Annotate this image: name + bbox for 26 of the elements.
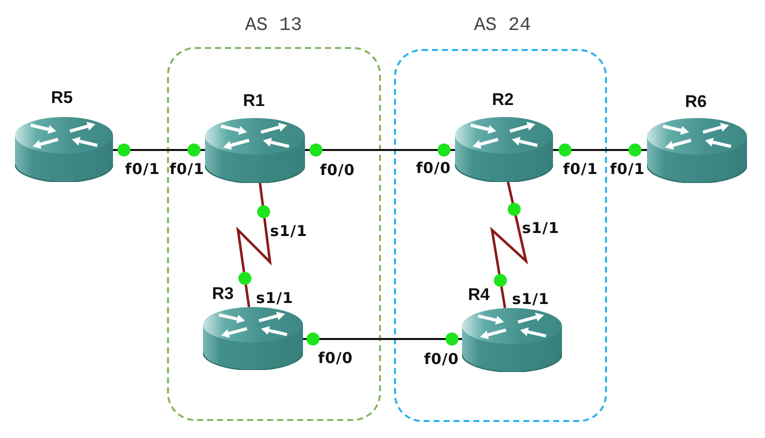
interface-label: f0/1 [170, 160, 204, 178]
link-line [553, 144, 647, 156]
region-label: AS 13 [245, 14, 302, 36]
router-label: R1 [243, 91, 265, 111]
interface-label: s1/1 [522, 219, 560, 237]
interface-label: f0/1 [610, 160, 645, 178]
region-label: AS 24 [474, 14, 532, 36]
interface-label: f0/1 [563, 160, 598, 178]
link-line [113, 144, 205, 156]
link-line [490, 182, 528, 308]
router-label: R4 [468, 285, 490, 305]
router-label: R3 [212, 284, 234, 304]
interface-label: f0/0 [416, 159, 451, 177]
router-label: R5 [51, 88, 73, 108]
interface-label: s1/1 [512, 290, 550, 308]
interface-label: s1/1 [270, 222, 308, 240]
interface-label: s1/1 [256, 289, 294, 307]
link-line [303, 332, 462, 346]
interface-label: f0/0 [320, 161, 355, 179]
interface-label: f0/1 [125, 160, 160, 178]
link-line [236, 182, 272, 308]
interface-label: f0/0 [424, 350, 459, 368]
router-label: R6 [685, 92, 707, 112]
link-line [305, 144, 455, 156]
interface-label: f0/0 [318, 349, 353, 367]
router-label: R2 [492, 90, 514, 110]
